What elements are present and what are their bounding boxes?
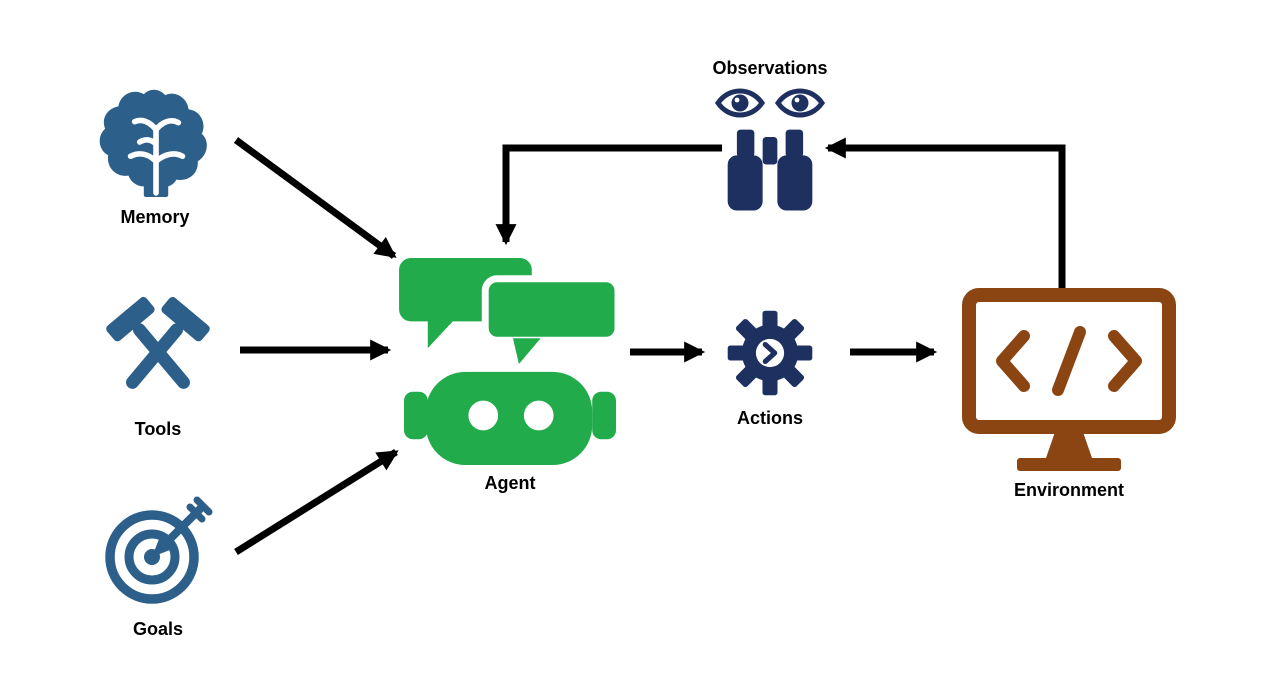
observations-node: Observations <box>700 58 840 213</box>
environment-label: Environment <box>1013 480 1124 500</box>
binoculars-icon <box>727 129 813 211</box>
goals-node: Goals <box>98 495 218 640</box>
arrow-observations-to-agent <box>495 144 722 246</box>
tools-label: Tools <box>134 419 182 439</box>
crossed-hammers-icon <box>106 296 210 389</box>
environment-node: Environment <box>962 288 1176 501</box>
gear-teeth <box>727 310 813 396</box>
robot-ear-right <box>592 391 616 440</box>
robot-chat-icon <box>399 257 622 465</box>
agent-node: Agent <box>395 255 625 494</box>
chat-bubble-front-tail <box>512 338 541 364</box>
brain-icon <box>99 89 207 197</box>
eyes-icon <box>714 88 826 118</box>
code-bracket-right <box>1108 330 1142 392</box>
gear-chevron-icon <box>727 310 813 396</box>
robot-head <box>425 371 593 465</box>
code-bracket-left <box>996 330 1030 392</box>
memory-label: Memory <box>120 207 190 227</box>
actions-node: Actions <box>722 306 818 429</box>
monitor-stand-neck <box>1046 432 1092 458</box>
robot-eye-right <box>523 400 554 431</box>
eye-left <box>714 88 766 118</box>
code-slash <box>1052 326 1086 396</box>
arrow-goals-to-agent <box>234 449 399 555</box>
arrow-environment-to-observations <box>824 137 1066 288</box>
hammer-left <box>106 296 190 389</box>
observations-label: Observations <box>712 58 828 78</box>
tools-node: Tools <box>98 293 218 440</box>
goals-label: Goals <box>132 619 184 639</box>
target-dart-icon <box>105 496 213 604</box>
monitor-stand-base <box>1017 458 1121 471</box>
eye-right <box>774 88 826 118</box>
code-monitor-icon <box>962 288 1176 471</box>
chevron-right-icon <box>762 341 778 365</box>
chat-bubble-back-tail <box>427 318 456 349</box>
actions-label: Actions <box>736 408 803 428</box>
robot-ear-left <box>404 391 428 440</box>
arrow-memory-to-agent <box>233 137 397 259</box>
memory-node: Memory <box>95 85 215 228</box>
robot-eye-left <box>468 400 499 431</box>
agent-label: Agent <box>484 473 536 493</box>
chat-bubble-front <box>481 275 622 344</box>
